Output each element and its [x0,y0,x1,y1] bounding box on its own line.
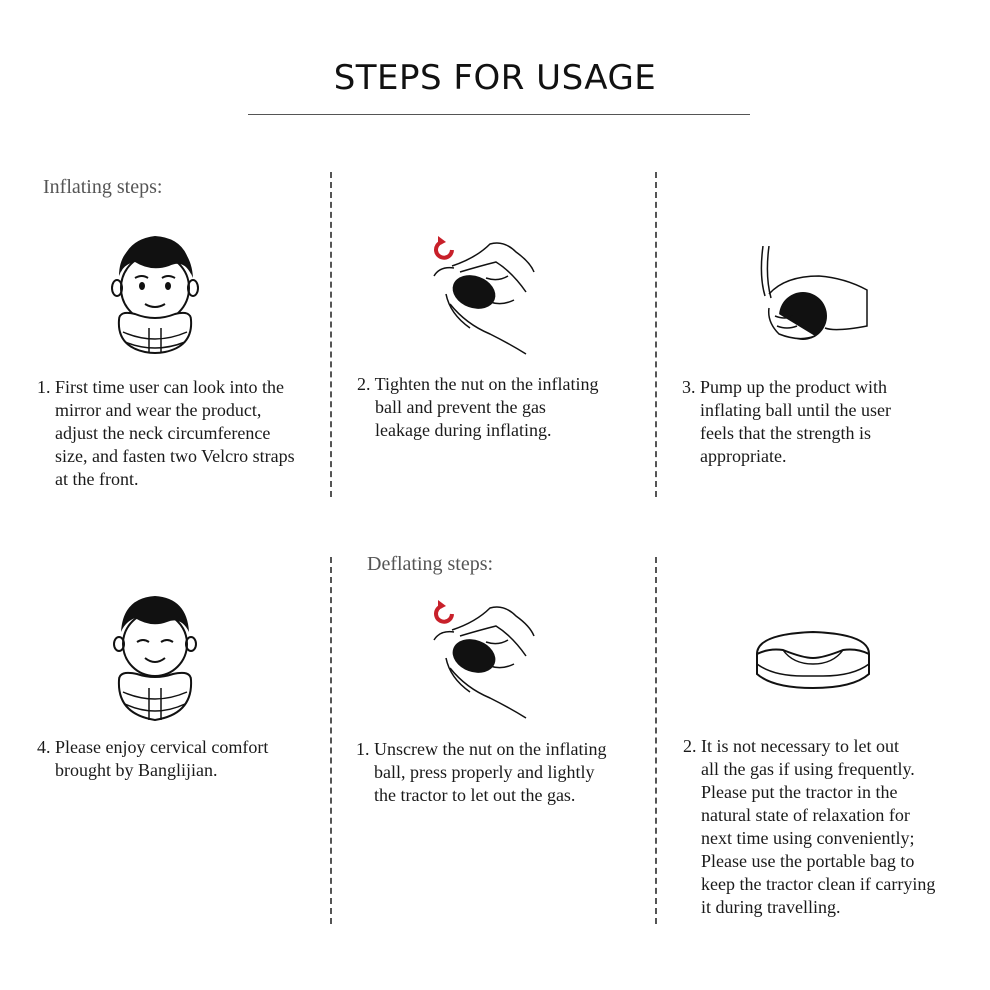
deflating-steps-label: Deflating steps: [367,553,494,575]
unscrew-nut-hand-icon [433,600,535,719]
neck-tractor-collar-icon [755,630,871,690]
inflating-steps-label: Inflating steps: [43,176,163,198]
divider-bottom-left [330,557,332,924]
title-underline [248,114,750,115]
person-wearing-collar-icon [111,236,199,354]
smiling-person-collar-icon [113,596,197,722]
pump-ball-hand-icon [760,246,868,340]
divider-top-right [655,172,657,497]
deflate-step-1: 1. Unscrew the nut on the inflating ball… [356,739,607,805]
inflate-step-2: 2. Tighten the nut on the inflating ball… [357,374,599,440]
inflate-step-4: 4. Please enjoy cervical comfort brought… [37,737,269,780]
page-title: STEPS FOR USAGE [333,58,657,98]
inflate-step-1: 1. First time user can look into the mir… [37,377,295,489]
tighten-nut-hand-icon [433,236,535,355]
inflate-step-3: 3. Pump up the product with inflating ba… [682,377,891,466]
divider-bottom-right [655,557,657,924]
divider-top-left [330,172,332,497]
deflate-step-2: 2. It is not necessary to let out all th… [683,736,936,917]
